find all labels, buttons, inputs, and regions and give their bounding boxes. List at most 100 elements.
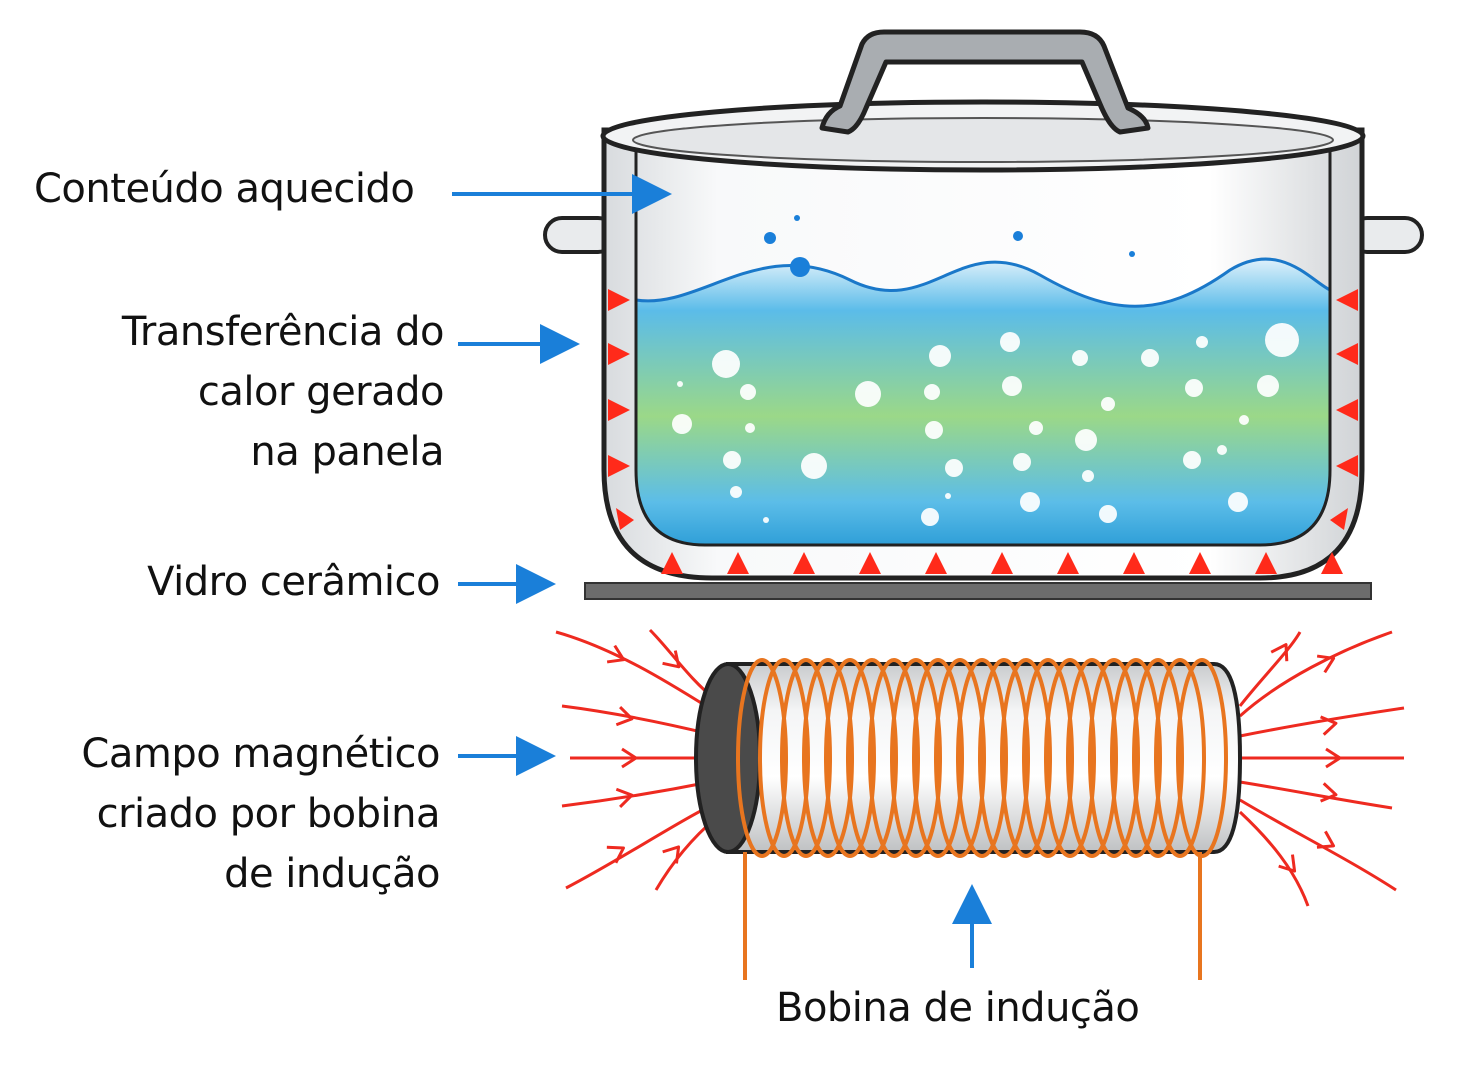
heat-triangle (1123, 552, 1145, 574)
coil-winding (934, 658, 986, 858)
heat-triangle (1336, 399, 1358, 421)
bubble (723, 451, 741, 469)
coil-winding (912, 658, 964, 858)
field-line (1239, 798, 1397, 892)
bubble (712, 350, 740, 378)
heat-triangle (1321, 552, 1343, 574)
coil-winding (890, 658, 942, 858)
label-heat-transfer: Transferência do calor gerado na panela (121, 302, 445, 482)
water-surface-line (635, 257, 1331, 308)
bubble (1020, 492, 1040, 512)
heat-triangle (1330, 508, 1348, 530)
heat-triangle (608, 399, 630, 421)
bubble (1082, 470, 1094, 482)
coil-winding (758, 658, 810, 858)
induction-coil (694, 658, 1243, 980)
label-magnetic-field: Campo magnético criado por bobina de ind… (81, 724, 440, 904)
coil-windings (736, 658, 1228, 858)
label-ceramic-glass: Vidro cerâmico (147, 559, 440, 605)
heat-triangle (661, 552, 683, 574)
field-arrowhead (1325, 747, 1342, 769)
coil-winding (846, 658, 898, 858)
bubble (1217, 445, 1227, 455)
coil-winding (1022, 658, 1074, 858)
bubble (945, 493, 951, 499)
coil-winding (736, 658, 788, 858)
bubble (1072, 350, 1088, 366)
bubble (794, 215, 800, 221)
bubble (1013, 231, 1023, 241)
bubble (1129, 251, 1135, 257)
bubble (1075, 429, 1097, 451)
coil-winding (956, 658, 1008, 858)
label-magnetic-field-line-3: de indução (224, 851, 440, 897)
field-arrowhead (621, 747, 638, 769)
bubble (1002, 376, 1022, 396)
field-arrowhead (1270, 643, 1289, 662)
field-line (1239, 706, 1405, 738)
bubble (1000, 332, 1020, 352)
field-arrowhead (615, 706, 634, 727)
heat-triangle (925, 552, 947, 574)
coil-winding (1044, 658, 1096, 858)
coil-winding (824, 658, 876, 858)
heat-transfer-marks (608, 289, 1358, 574)
field-arrowhead (615, 787, 634, 808)
heat-triangle (793, 552, 815, 574)
field-line (565, 798, 723, 890)
bubble (1029, 421, 1043, 435)
bubble (1099, 505, 1117, 523)
label-magnetic-field-line-1: Campo magnético (81, 731, 440, 777)
field-line (555, 630, 723, 718)
bubble (1265, 323, 1299, 357)
bubble (763, 517, 769, 523)
heat-triangle (608, 289, 630, 311)
label-heated-contents: Conteúdo aquecido (34, 166, 415, 212)
bubble (924, 384, 940, 400)
field-line (561, 704, 711, 736)
bubble (921, 508, 939, 526)
bubble (1013, 453, 1031, 471)
bubble (730, 486, 742, 498)
field-arrowhead (606, 644, 626, 664)
heat-triangle (1336, 455, 1358, 477)
heat-triangle (727, 552, 749, 574)
label-heat-transfer-line-2: calor gerado (197, 369, 445, 415)
magnetic-field-lines (555, 628, 1405, 907)
heat-triangle (1255, 552, 1277, 574)
bubble (672, 414, 692, 434)
heat-triangle (1189, 552, 1211, 574)
bubble (925, 421, 943, 439)
bubble (1196, 336, 1208, 348)
field-line (1238, 630, 1393, 718)
bubble (1185, 379, 1203, 397)
coil-winding (1154, 658, 1206, 858)
heat-triangle (991, 552, 1013, 574)
bubble (1183, 451, 1201, 469)
coil-winding (978, 658, 1030, 858)
field-arrowhead (662, 650, 681, 669)
bubble (801, 453, 827, 479)
bubble (1101, 397, 1115, 411)
heat-triangle (1057, 552, 1079, 574)
bubble (1239, 415, 1249, 425)
label-induction-coil: Bobina de indução (776, 985, 1140, 1031)
field-arrowhead (662, 845, 681, 864)
bubble (1228, 492, 1248, 512)
pot-rim-inner (632, 117, 1334, 163)
coil-winding (1132, 658, 1184, 858)
bubble (764, 232, 776, 244)
label-heat-transfer-line-1: Transferência do (121, 309, 445, 355)
bubble (855, 381, 881, 407)
coil-winding (780, 658, 832, 858)
bubble (945, 459, 963, 477)
bubble (740, 384, 756, 400)
bubble (790, 257, 810, 277)
water (636, 259, 1330, 545)
heat-triangle (616, 508, 634, 530)
bubble (1257, 375, 1279, 397)
coil-winding (1110, 658, 1162, 858)
field-arrowhead (1278, 854, 1297, 873)
heat-triangle (1336, 289, 1358, 311)
field-line (1238, 631, 1302, 707)
